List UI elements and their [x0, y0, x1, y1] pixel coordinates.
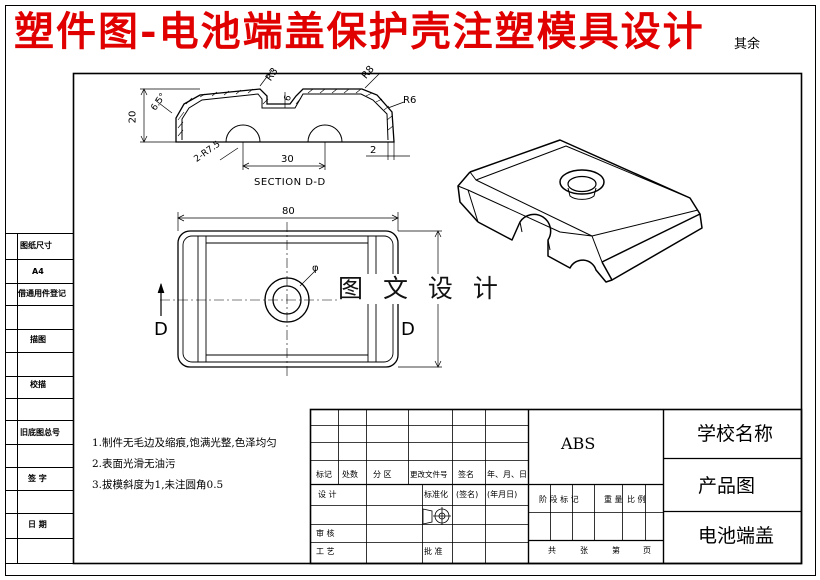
- dim-thirty: 30: [281, 154, 294, 165]
- cut-label-right: D: [401, 319, 415, 340]
- side-label-paper-size: 图纸尺寸: [20, 241, 52, 250]
- rev-header-doc: 更改文件号: [410, 470, 448, 479]
- section-label: SECTION D-D: [254, 177, 326, 188]
- drawing-type: 产品图: [698, 475, 756, 497]
- dim-two: 2: [370, 145, 377, 156]
- row-design: 设 计: [318, 490, 337, 499]
- row-date: (年月日): [487, 490, 518, 499]
- row-process: 工 艺: [316, 547, 335, 556]
- stage-header-mark: 阶 段 标 记: [539, 495, 579, 504]
- school-name: 学校名称: [697, 423, 774, 445]
- part-name: 电池端盖: [698, 525, 775, 547]
- note-1: 1.制件无毛边及缩痕,饱满光整,色泽均匀: [92, 437, 277, 449]
- side-label-date: 日 期: [28, 520, 47, 529]
- title-block-lines: [309, 408, 803, 565]
- side-register: [5, 233, 74, 564]
- rev-header-mark: 标记: [316, 470, 332, 479]
- section-dimensions: [140, 69, 410, 170]
- side-label-tracing: 描图: [30, 335, 46, 344]
- rev-header-count: 处数: [342, 470, 358, 479]
- sheet-total-label: 共: [548, 546, 556, 555]
- isometric-view: [457, 139, 703, 283]
- watermark: 图 文 设 计: [338, 274, 504, 304]
- row-review: 审 核: [316, 529, 335, 538]
- side-label-sign: 签 字: [28, 474, 47, 483]
- side-label-register: 借通用件登记: [18, 289, 66, 298]
- side-label-check: 校描: [30, 380, 46, 389]
- sheet-unit-label-1: 张: [580, 546, 588, 555]
- dim-height: 20: [127, 110, 139, 124]
- note-3: 3.拔模斜度为1,未注圆角0.5: [92, 479, 224, 491]
- side-label-a4: A4: [32, 267, 44, 276]
- section-hatch: [177, 88, 394, 137]
- side-label-old-number: 旧底图总号: [20, 428, 60, 437]
- sheet-index-label: 第: [612, 546, 620, 555]
- row-sign: (签名): [456, 490, 479, 499]
- note-2: 2.表面光滑无油污: [92, 458, 176, 470]
- rev-header-zone: 分 区: [373, 470, 392, 479]
- row-standard: 标准化: [424, 490, 448, 499]
- rev-header-sign: 签名: [458, 470, 474, 479]
- sheet-unit-label-2: 页: [643, 546, 651, 555]
- stage-header-weight: 重 量: [604, 495, 623, 504]
- material: ABS: [561, 434, 596, 453]
- dim-phi: φ: [312, 263, 319, 274]
- cut-label-left: D: [154, 319, 168, 340]
- rev-header-date: 年、月、日: [487, 470, 527, 479]
- corner-text: 其余: [734, 37, 761, 52]
- dim-eighty: 80: [282, 206, 295, 217]
- row-approve: 批 准: [424, 547, 443, 556]
- page-title: 塑件图-电池端盖保护壳注塑模具设计: [14, 8, 705, 55]
- outer-border: [5, 5, 816, 576]
- dim-r6: R6: [403, 95, 417, 106]
- projection-symbol: [422, 507, 451, 525]
- stage-header-scale: 比 例: [627, 495, 646, 504]
